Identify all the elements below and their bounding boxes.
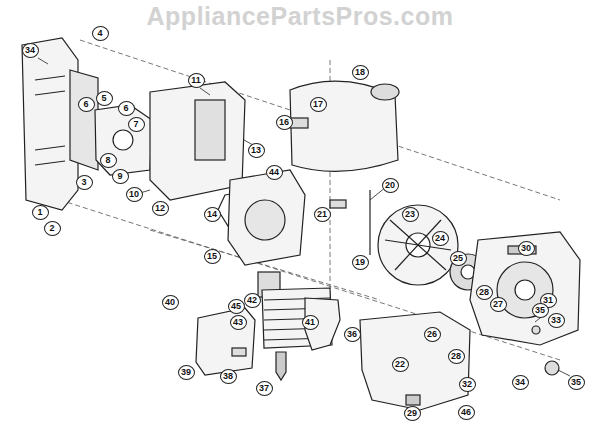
callout-number: 1 — [32, 205, 49, 220]
callout-number: 41 — [302, 315, 319, 330]
callout-number: 43 — [230, 315, 247, 330]
callout-number: 18 — [352, 65, 369, 80]
callout-number: 12 — [152, 201, 169, 216]
callout-number: 40 — [162, 295, 179, 310]
callout-number: 19 — [352, 255, 369, 270]
callout-number: 22 — [392, 357, 409, 372]
callout-number: 6 — [118, 101, 135, 116]
callout-number: 10 — [126, 187, 143, 202]
callout-number: 44 — [266, 165, 283, 180]
callout-number: 28 — [476, 285, 493, 300]
callout-number: 16 — [276, 115, 293, 130]
callout-number: 3 — [76, 175, 93, 190]
callout-number: 35 — [568, 375, 585, 390]
callout-number: 6 — [78, 97, 95, 112]
callout-number: 33 — [548, 313, 565, 328]
callout-number: 42 — [244, 293, 261, 308]
callout-number: 17 — [310, 97, 327, 112]
callout-number: 38 — [220, 369, 237, 384]
callout-number: 9 — [112, 169, 129, 184]
callout-number: 36 — [344, 327, 361, 342]
callout-number: 29 — [404, 406, 421, 421]
watermark: AppliancePartsPros.com — [147, 2, 454, 31]
callout-number: 21 — [314, 207, 331, 222]
callout-number: 14 — [204, 207, 221, 222]
callout-number: 39 — [178, 365, 195, 380]
callout-number: 15 — [204, 249, 221, 264]
callout-number: 35 — [532, 303, 549, 318]
callout-number: 13 — [248, 143, 265, 158]
callout-number: 46 — [458, 405, 475, 420]
callout-number: 26 — [424, 327, 441, 342]
callout-number: 7 — [128, 117, 145, 132]
callout-number: 11 — [188, 73, 205, 88]
callout-number: 32 — [459, 377, 476, 392]
callout-number: 4 — [92, 26, 109, 41]
callout-number: 34 — [512, 375, 529, 390]
callout-number: 30 — [518, 241, 535, 256]
callout-number: 37 — [256, 381, 273, 396]
callout-number: 2 — [44, 221, 61, 236]
callout-number: 27 — [490, 297, 507, 312]
callout-number: 45 — [228, 299, 245, 314]
callout-number: 8 — [100, 153, 117, 168]
callout-number: 34 — [22, 43, 39, 58]
callout-number: 24 — [432, 231, 449, 246]
callout-number: 28 — [448, 349, 465, 364]
callout-number: 25 — [450, 251, 467, 266]
callout-number: 5 — [96, 91, 113, 106]
callout-number: 20 — [382, 178, 399, 193]
callout-number: 23 — [402, 207, 419, 222]
